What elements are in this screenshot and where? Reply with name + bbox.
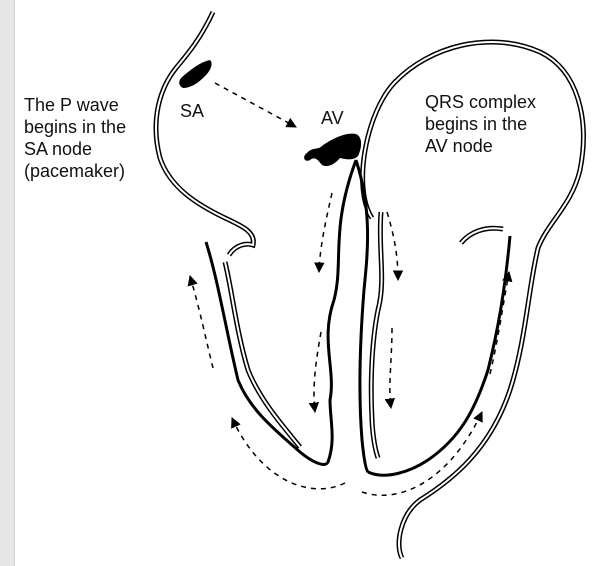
bundle-arrow-right-lower (390, 328, 392, 408)
av-node (304, 134, 361, 166)
apex-arrow-left (232, 418, 345, 489)
septum-double-line (371, 212, 381, 458)
av-label: AV (321, 107, 344, 129)
sa-to-av-arrow (215, 83, 296, 127)
p-wave-caption: The P wave begins in the SA node (pacema… (24, 94, 184, 182)
qrs-caption: QRS complex begins in the AV node (425, 91, 575, 157)
bundle-arrow-right-upper (387, 212, 398, 280)
right-wall-arrow (490, 272, 509, 374)
right-valve-outline (461, 228, 503, 243)
left-ventricle-wall (206, 160, 356, 464)
septum-wall (356, 160, 368, 472)
left-wall-arrow (190, 276, 213, 368)
sa-label: SA (180, 100, 204, 122)
sa-node (179, 60, 211, 88)
bundle-arrow-left-lower (314, 332, 321, 412)
bundle-arrow-left-upper (319, 193, 332, 272)
